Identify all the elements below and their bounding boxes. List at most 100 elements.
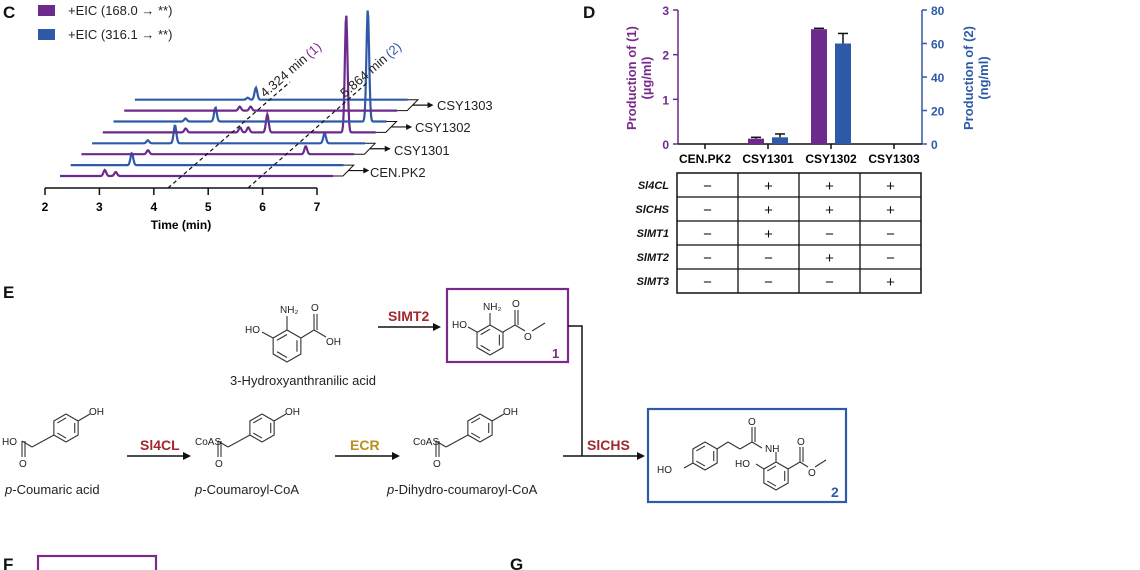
arrow-head — [384, 145, 391, 152]
trace-csy1303-316.1 — [134, 85, 408, 101]
y-right-tick-label: 0 — [931, 138, 938, 152]
y-right-tick-label: 20 — [931, 105, 945, 119]
y-right-title-2: (ng/ml) — [976, 56, 991, 99]
atom-o: O — [748, 417, 756, 428]
benzene-ring — [249, 413, 275, 443]
category-label: CEN.PK2 — [679, 152, 731, 166]
rt-label-1: 4.324 min — [257, 51, 310, 100]
category-label: CSY1302 — [805, 152, 857, 166]
table-row-label: Sl4CL — [638, 180, 669, 192]
panel-c: C +EIC (168.0 → **) +EIC (316.1 → **) 4.… — [3, 3, 493, 232]
atom-ho: HO — [735, 459, 750, 470]
benzene-ring — [53, 413, 79, 443]
atom-ho: HO — [657, 465, 672, 476]
legend-swatch-316 — [38, 29, 55, 40]
trace-csy1301-168.0 — [81, 145, 355, 156]
rt-compound-1: (1) — [302, 39, 324, 61]
arrow-head — [183, 452, 191, 460]
atom-o: O — [311, 303, 319, 314]
table-row-label: SlMT3 — [637, 276, 669, 288]
panel-e: E NH₂ HO O OH 3-Hydroxyanthranilic acid … — [2, 283, 848, 504]
table-cell: − — [703, 226, 712, 243]
y-right-tick-label: 60 — [931, 38, 945, 52]
x-tick-label: 4 — [150, 200, 157, 214]
atom-oh: OH — [503, 407, 518, 418]
atom-ho: HO — [2, 437, 17, 448]
benzene-ring — [692, 441, 718, 471]
table-cell: − — [825, 274, 834, 291]
table-row-label: SlMT1 — [637, 228, 669, 240]
table-cell: − — [703, 178, 712, 195]
y-left-tick-label: 0 — [662, 138, 669, 152]
atom-o: O — [512, 299, 520, 310]
atom-o: O — [19, 459, 27, 470]
compound-1-box: NH₂ HO O O 1 — [445, 287, 570, 364]
category-label: CSY1301 — [742, 152, 794, 166]
enzyme-slmt2: SlMT2 — [388, 308, 429, 324]
x-tick-label: 7 — [314, 200, 321, 214]
atom-o: O — [215, 459, 223, 470]
enzyme-ecr: ECR — [350, 437, 380, 453]
panel-f: F — [3, 554, 158, 570]
connector-line — [568, 325, 583, 456]
table-row-label: SlCHS — [635, 204, 669, 216]
table-cell: + — [886, 274, 895, 291]
rt-line-2 — [247, 81, 369, 189]
table-cell: + — [825, 250, 834, 267]
panel-d: D Production of (1) (µg/ml) Production o… — [583, 3, 991, 294]
caption-p-dihydro-coumaroyl-coa: p-Dihydro-coumaroyl-CoA — [386, 482, 538, 497]
benzene-ring — [467, 413, 493, 443]
legend-label-316: +EIC (316.1 → **) — [68, 27, 172, 42]
table-cell: − — [886, 250, 895, 267]
table-cell: − — [703, 274, 712, 291]
x-tick-label: 3 — [96, 200, 103, 214]
x-tick-label: 6 — [259, 200, 266, 214]
arrow-head — [363, 167, 370, 174]
atom-o: O — [808, 468, 816, 479]
trace-csy1302-316.1 — [113, 10, 387, 123]
benzene-ring — [272, 329, 302, 363]
atom-coas: CoAS — [413, 437, 439, 448]
y-left-title-1: Production of (1) — [624, 26, 639, 130]
bar-csy1302-s1 — [811, 29, 827, 145]
strain-label-cenpk2: CEN.PK2 — [370, 165, 426, 180]
atom-coas: CoAS — [195, 437, 221, 448]
y-left-tick-label: 1 — [662, 93, 669, 107]
atom-nh2: NH₂ — [483, 302, 501, 313]
caption-p-coumaroyl-coa: p-Coumaroyl-CoA — [194, 482, 299, 497]
atom-oh: OH — [326, 337, 341, 348]
legend-label-168: +EIC (168.0 → **) — [68, 3, 172, 18]
table-row-label: SlMT2 — [637, 252, 669, 264]
category-label: CSY1303 — [868, 152, 920, 166]
panel-g-label: G — [510, 555, 523, 570]
compound-number-2: 2 — [831, 484, 839, 500]
rt-compound-2: (2) — [382, 39, 404, 61]
enzyme-slchs: SlCHS — [587, 437, 630, 453]
bar-csy1302-s2 — [835, 43, 851, 144]
structure-p-coumaroyl-coa: CoAS OH O — [195, 407, 300, 470]
benzene-ring — [763, 461, 789, 491]
table-cell: + — [764, 226, 773, 243]
y-left-tick-label: 2 — [662, 49, 669, 63]
y-right-tick-label: 80 — [931, 4, 945, 18]
atom-o: O — [797, 437, 805, 448]
panel-f-label: F — [3, 555, 13, 570]
arrow-head — [427, 102, 434, 109]
structure-3-hydroxyanthranilic-acid: NH₂ HO O OH — [245, 303, 341, 363]
compound-2-box: HO O NH HO O O 2 — [646, 407, 848, 504]
table-cell: + — [764, 178, 773, 195]
y-right-tick-label: 40 — [931, 71, 945, 85]
y-right-title-1: Production of (2) — [961, 26, 976, 130]
trace-csy1303-168.0 — [124, 105, 398, 112]
arrow-head — [406, 123, 413, 130]
atom-o: O — [433, 459, 441, 470]
y-left-tick-label: 3 — [662, 4, 669, 18]
legend-swatch-168 — [38, 5, 55, 16]
table-cell: − — [703, 202, 712, 219]
rt-line-1 — [167, 81, 291, 189]
arrow-head — [433, 323, 441, 331]
y-left-title-2: (µg/ml) — [639, 57, 654, 100]
panel-d-label: D — [583, 3, 595, 22]
